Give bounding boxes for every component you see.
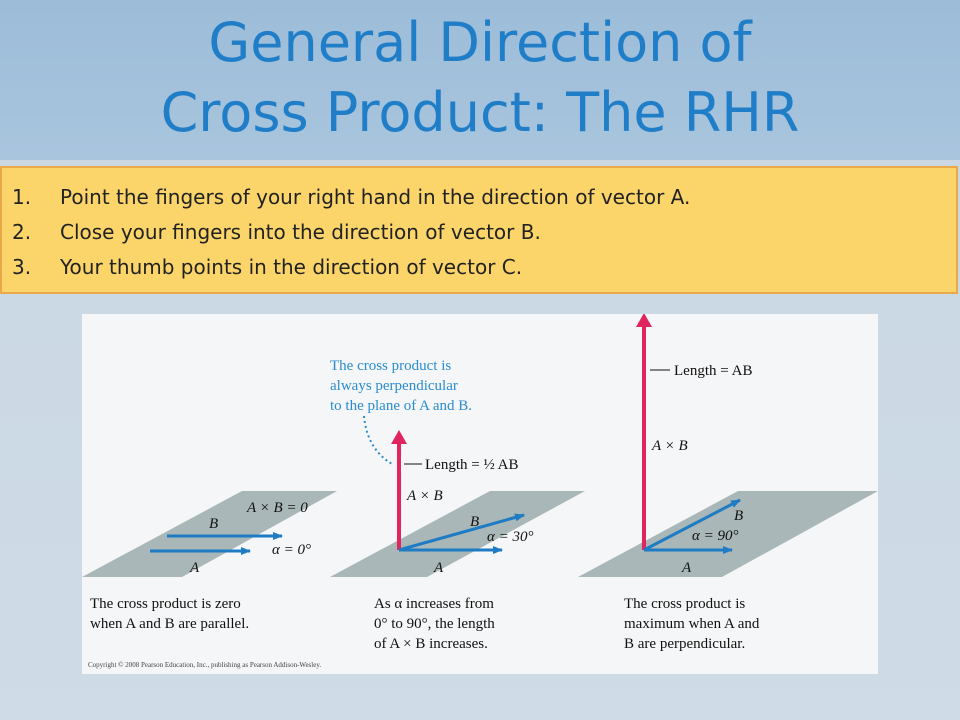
p1-b-label: B bbox=[209, 516, 218, 532]
p2-caption-3: of A × B increases. bbox=[374, 636, 488, 652]
step-item: 2. Close your fingers into the direction … bbox=[12, 215, 956, 250]
step-text: Close your fingers into the direction of… bbox=[60, 220, 541, 244]
steps-box: 1. Point the fingers of your right hand i… bbox=[0, 166, 958, 294]
p2-b-label: B bbox=[470, 514, 479, 530]
p3-vector-b bbox=[643, 498, 741, 552]
p3-a-label: A bbox=[681, 560, 692, 576]
p1-caption-2: when A and B are parallel. bbox=[90, 616, 249, 632]
step-number: 2. bbox=[12, 220, 32, 244]
p3-b-label: B bbox=[734, 508, 743, 524]
steps-list: 1. Point the fingers of your right hand i… bbox=[2, 168, 956, 285]
copyright-text: Copyright © 2008 Pearson Education, Inc.… bbox=[88, 661, 321, 669]
plane-1 bbox=[82, 491, 337, 577]
p1-eq: A × B = 0 bbox=[246, 500, 308, 516]
figure-svg: A × B = 0 B α = 0° A The cross product i… bbox=[82, 313, 878, 669]
p2-angle: α = 30° bbox=[487, 529, 534, 545]
p3-axb: A × B bbox=[651, 438, 688, 454]
p2-caption-2: 0° to 90°, the length bbox=[374, 616, 495, 632]
p2-note-3: to the plane of A and B. bbox=[330, 398, 472, 414]
step-item: 3. Your thumb points in the direction of … bbox=[12, 250, 956, 285]
title-line-2: Cross Product: The RHR bbox=[160, 81, 800, 144]
p2-note-pointer bbox=[363, 415, 393, 465]
step-text: Point the fingers of your right hand in … bbox=[60, 185, 691, 209]
title-line-1: General Direction of bbox=[208, 11, 752, 74]
p2-vector-b bbox=[398, 513, 525, 552]
p3-caption-3: B are perpendicular. bbox=[624, 636, 745, 652]
p1-angle: α = 0° bbox=[272, 542, 311, 558]
step-number: 1. bbox=[12, 185, 32, 209]
p2-axb: A × B bbox=[406, 488, 443, 504]
p2-note-2: always perpendicular bbox=[330, 378, 458, 394]
slide-title: General Direction of Cross Product: The … bbox=[0, 0, 960, 160]
p2-a-label: A bbox=[433, 560, 444, 576]
p2-length: Length = ½ AB bbox=[425, 457, 518, 473]
p3-angle: α = 90° bbox=[692, 528, 739, 544]
p3-caption-2: maximum when A and bbox=[624, 616, 760, 632]
step-item: 1. Point the fingers of your right hand i… bbox=[12, 180, 956, 215]
p3-caption-1: The cross product is bbox=[624, 596, 745, 612]
p1-a-label: A bbox=[189, 560, 200, 576]
p1-caption-1: The cross product is zero bbox=[90, 596, 241, 612]
p2-note-1: The cross product is bbox=[330, 358, 451, 374]
p2-caption-1: As α increases from bbox=[374, 596, 494, 612]
step-text: Your thumb points in the direction of ve… bbox=[60, 255, 523, 279]
step-number: 3. bbox=[12, 255, 32, 279]
cross-product-figure: A × B = 0 B α = 0° A The cross product i… bbox=[82, 313, 878, 674]
title-band bbox=[0, 0, 960, 160]
p3-length: Length = AB bbox=[674, 363, 752, 379]
plane-3 bbox=[578, 491, 878, 577]
